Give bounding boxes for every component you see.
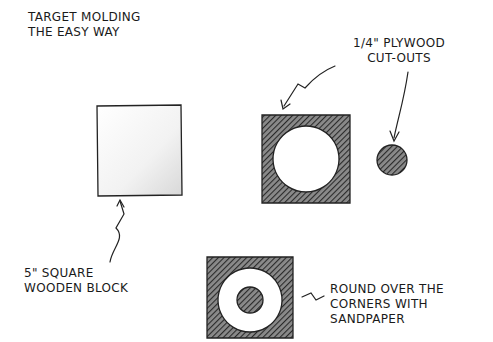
target-center [237,287,263,313]
title: TARGET MOLDING THE EASY WAY [28,10,168,40]
leader-tip [281,100,290,109]
wooden-block [97,105,182,196]
leader-line [302,293,324,300]
leader-tip [117,200,124,207]
plywood-disc-cutout [377,145,407,175]
callout-label: 5" SQUARE WOODEN BLOCK [24,266,136,296]
leader-line [110,201,124,262]
plywood-ring-cutout [262,115,350,203]
leader-line [284,66,335,106]
leader-line [394,72,408,138]
target-molding [207,257,293,338]
leader-tip [390,131,399,141]
callout-label: ROUND OVER THE CORNERS WITH SANDPAPER [330,282,460,327]
callout-label: 1/4" PLYWOOD CUT-OUTS [340,36,458,66]
